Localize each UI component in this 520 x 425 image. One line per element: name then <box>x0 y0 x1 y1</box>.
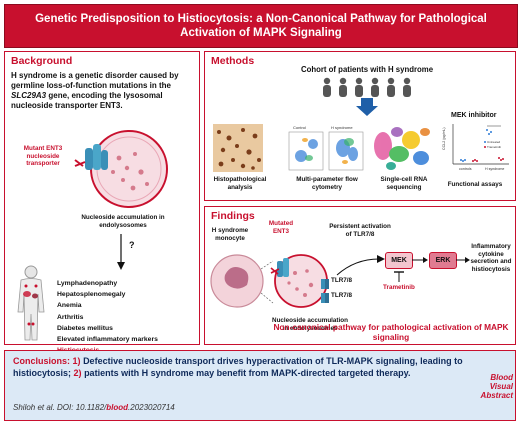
citation-c: .2023020714 <box>128 403 175 412</box>
ent3-transporter-icon <box>74 144 108 170</box>
tlr-receptor-icon <box>321 279 329 303</box>
background-panel: Background H syndrome is a genetic disor… <box>4 51 200 354</box>
accumulation-label: Nucleoside accumulation in endolysosomes <box>81 214 165 229</box>
background-heading: Background <box>11 55 73 67</box>
histology-image <box>213 124 263 172</box>
down-arrow-icon <box>117 234 125 270</box>
down-arrow-icon <box>356 98 378 116</box>
conclusions-label: Conclusions: <box>13 356 71 366</box>
ent3-transporter-icon <box>270 258 289 277</box>
page-title: Genetic Predisposition to Histiocytosis:… <box>35 13 487 39</box>
brand-blood: Blood <box>490 373 513 382</box>
background-intro: H syndrome is a genetic disorder caused … <box>11 71 195 111</box>
method-item: Functional assays <box>447 181 503 188</box>
symptom-item: Anemia <box>57 302 82 310</box>
findings-panel: Findings H syndrome monocyte Mutated ENT… <box>204 206 516 345</box>
accumulation-label: Nucleoside accumulation in endolysosomes <box>272 317 348 332</box>
mek-box: MEK <box>385 252 413 269</box>
intro-text-b: gene, encoding the lysosomal nucleoside … <box>11 91 163 110</box>
persistent-activation-label: Persistent activation of TLR7/8 <box>329 223 391 238</box>
symptom-list: Lymphadenopathy Hepatosplenomegaly Anemi… <box>57 278 193 356</box>
assay-ylabel: CCL2 (pg/mL) <box>442 127 446 150</box>
brand-abstract: Abstract <box>480 391 513 400</box>
method-item: Single-cell RNA sequencing <box>380 176 428 191</box>
conclusion-1: Defective nucleoside transport drives hy… <box>13 356 463 378</box>
cohort-label: Cohort of patients with H syndrome <box>300 65 434 74</box>
symptom-item: Lymphadenopathy <box>57 280 118 287</box>
symptom-item: Elevated inflammatory markers <box>57 336 158 344</box>
method-item: Multi-parameter flow cytometry <box>296 176 358 191</box>
symptom-item: Hepatosplenomegaly <box>57 291 126 299</box>
assay-x-h: H syndrome <box>485 167 504 171</box>
findings-heading: Findings <box>211 210 255 222</box>
facs-h-label: H syndrome <box>331 125 353 130</box>
flow-cytometry-plots: Control H syndrome <box>288 125 364 171</box>
title-banner: Genetic Predisposition to Histiocytosis:… <box>4 4 518 48</box>
activation-arrow-icon <box>336 255 385 276</box>
tlr-label-a: TLR7/8 <box>331 277 352 284</box>
citation: Shiloh et al. DOI: 10.1182/blood.2023020… <box>13 403 175 412</box>
findings-summary: Non-canonical pathway for pathological a… <box>273 322 509 342</box>
question-mark: ? <box>129 240 135 250</box>
human-body-icon <box>17 265 45 341</box>
conclusion-number-2: 2) <box>73 368 82 378</box>
functional-assay-chart: CCL2 (pg/mL) controls H syndrome Untreat… <box>442 124 509 171</box>
assay-legend-untreated: Untreated <box>487 140 501 144</box>
assay-x-controls: controls <box>459 167 472 171</box>
methods-heading: Methods <box>211 55 255 67</box>
symptom-item: Arthritis <box>57 313 84 321</box>
monocyte-label: H syndrome monocyte <box>211 227 249 242</box>
symptom-item: Diabetes mellitus <box>57 324 113 332</box>
citation-journal: blood <box>106 403 129 412</box>
trametinib-label: Trametinib <box>383 284 415 291</box>
right-arrow-icon <box>456 257 470 263</box>
facs-control-label: Control <box>293 125 306 130</box>
method-item: Histopathological analysis <box>213 176 267 191</box>
lysosome-illustration <box>74 130 168 208</box>
inhibition-icon <box>394 271 404 282</box>
conclusions-panel: Conclusions: 1) Defective nucleoside tra… <box>4 350 516 421</box>
conclusion-2: patients with H syndrome may benefit fro… <box>84 368 411 378</box>
conclusion-number-1: 1) <box>72 356 81 366</box>
citation-a: Shiloh et al. DOI: 10.1182/ <box>13 403 107 412</box>
tlr-label-b: TLR7/8 <box>331 292 352 299</box>
intro-text-a: H syndrome is a genetic disorder caused … <box>11 71 179 90</box>
conclusions-text: Conclusions: 1) Defective nucleoside tra… <box>13 355 475 379</box>
right-arrow-icon <box>412 257 428 263</box>
mek-inhibitor-label: MEK inhibitor <box>451 112 497 119</box>
outcome-label: Inflammatory cytokine secretion and hist… <box>470 243 512 273</box>
methods-panel: Methods Cohort of patients with H syndro… <box>204 51 516 201</box>
nucleus <box>224 267 249 289</box>
erk-box: ERK <box>429 252 457 269</box>
mutant-transporter-label: Mutant ENT3 nucleoside transporter <box>23 145 63 167</box>
assay-legend-trametinib: Trametinib <box>487 145 501 149</box>
gene-name: SLC29A3 <box>11 91 47 100</box>
monocyte-illustration <box>210 254 329 308</box>
brand-visual: Visual <box>489 382 513 391</box>
blood-visual-abstract-logo: Blood Visual Abstract <box>473 373 513 400</box>
mutated-ent3-label: Mutated ENT3 <box>268 220 294 235</box>
patient-group-icon <box>323 77 411 97</box>
umap-plot <box>374 127 430 170</box>
